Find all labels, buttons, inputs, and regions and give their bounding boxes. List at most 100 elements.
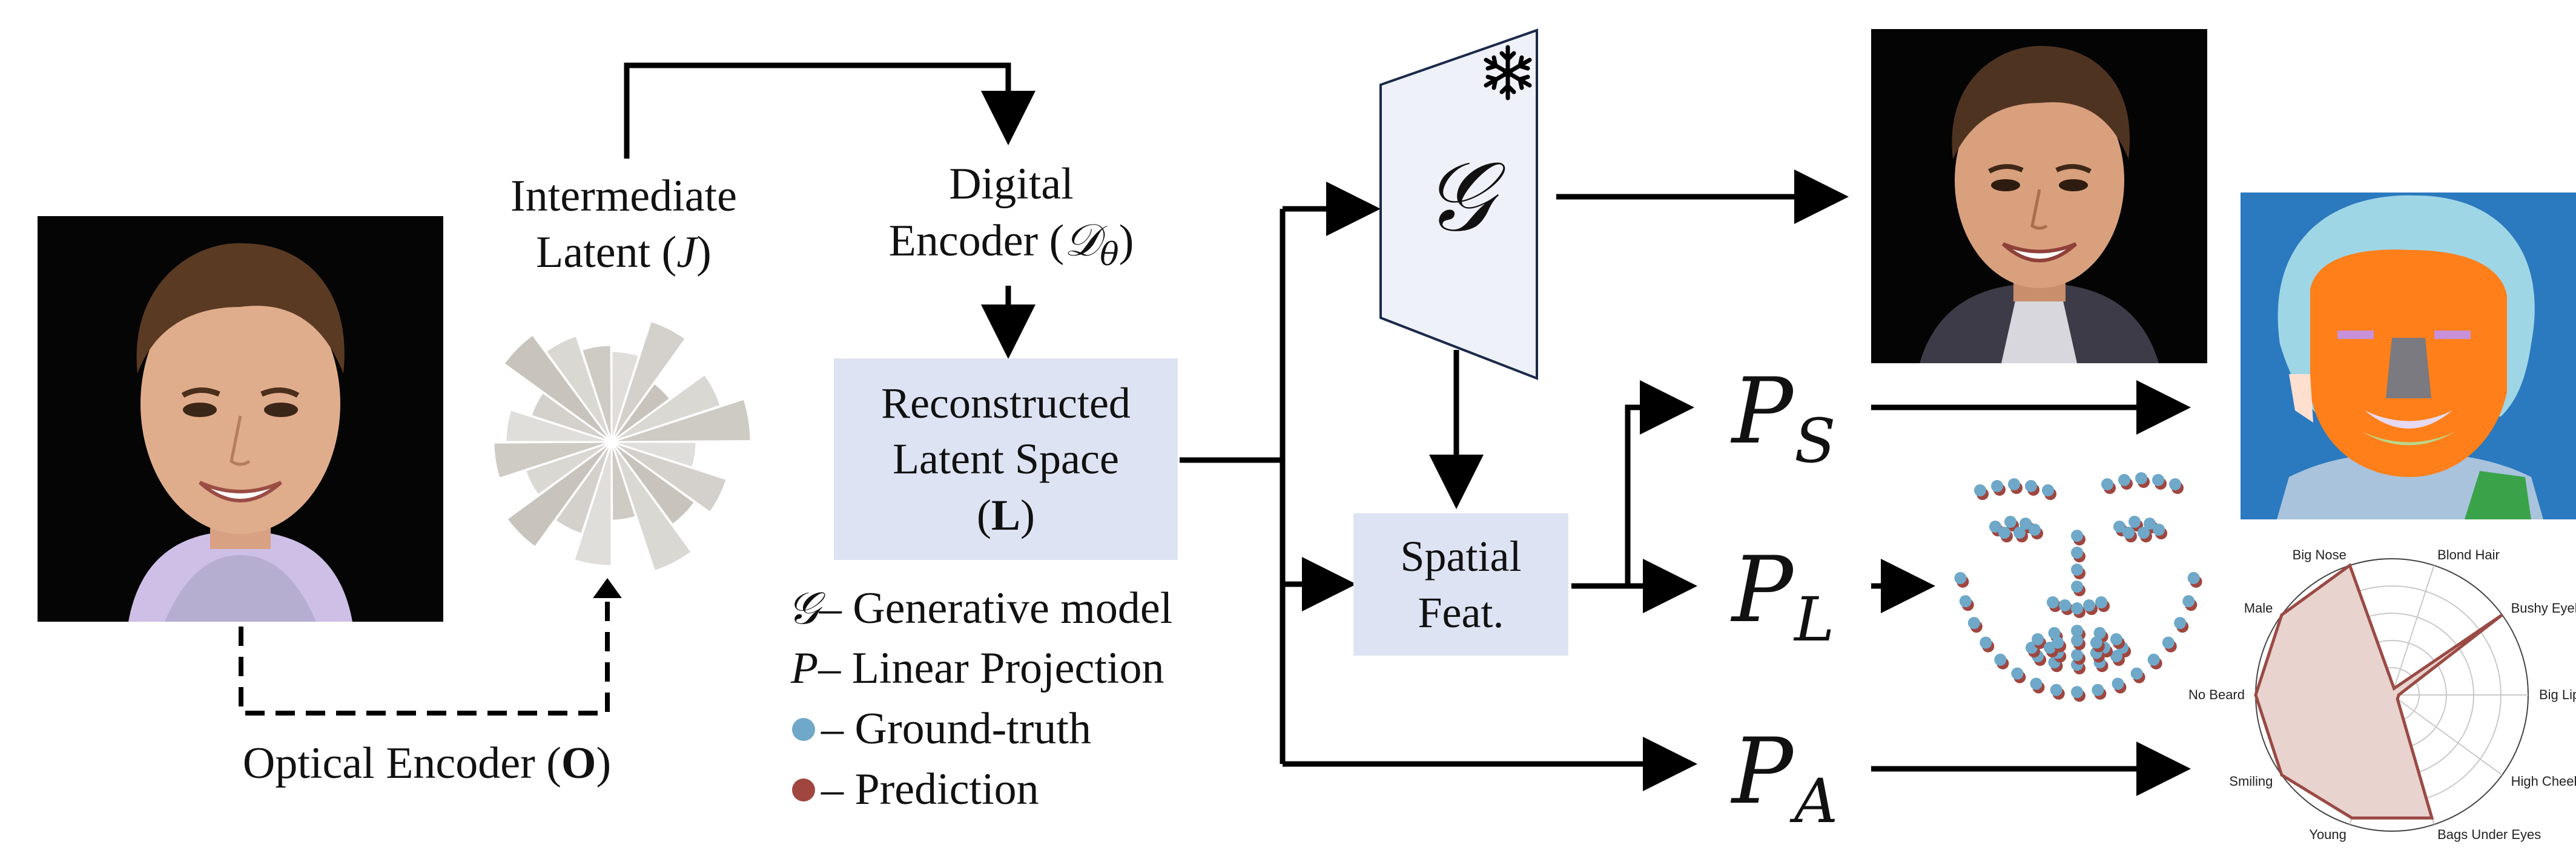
latent-petal [505, 441, 613, 549]
ground-truth-point [2118, 473, 2130, 486]
dashed-optical-path [239, 596, 610, 716]
ground-truth-point [2050, 683, 2062, 696]
projection-ps: PS [1732, 366, 1835, 472]
ground-truth-point [2071, 530, 2083, 542]
legend-generative-text: – Generative model [819, 584, 1173, 633]
intermediate-latent-line1: Intermediate [510, 171, 737, 221]
legend-prediction-text: – Prediction [821, 765, 1039, 814]
ground-truth-point [2101, 478, 2113, 490]
ground-truth-point [2112, 677, 2124, 690]
segmentation-map [2241, 193, 2576, 519]
arrow-split-to-ps [1625, 380, 1694, 586]
ground-truth-point [2071, 634, 2083, 647]
digital-encoder-label: Digital Encoder (𝒟θ) [836, 156, 1187, 274]
ground-truth-point [1991, 479, 2003, 492]
ground-truth-point [1974, 484, 1986, 496]
digital-encoder-line1: Digital [949, 159, 1074, 209]
legend-linear: P – Linear Projection [791, 643, 1164, 694]
ground-truth-point [2059, 599, 2071, 611]
intermediate-latent-line2: Latent (J) [478, 225, 769, 281]
digital-encoder-close: ) [1118, 216, 1134, 266]
recon-symbol-l: L [991, 490, 1021, 539]
ground-truth-point [2162, 636, 2175, 649]
ground-truth-point [2071, 547, 2083, 559]
ground-truth-point [2092, 683, 2104, 696]
ground-truth-point [2153, 524, 2165, 536]
radar-spoke [2391, 565, 2435, 696]
generator-symbol: 𝒢 [1423, 140, 1492, 253]
legend-ground-truth: – Ground-truth [792, 703, 1091, 755]
ground-truth-point [2048, 627, 2061, 639]
radar-axis-label: Blond Hair [2437, 547, 2500, 562]
ground-truth-point [2052, 636, 2064, 649]
ground-truth-point [2122, 527, 2135, 539]
ground-truth-point [1989, 521, 2001, 533]
optical-encoder-text: Optical Encoder ( [242, 739, 561, 788]
ground-truth-point [2071, 602, 2083, 614]
radar-axis-label: No Beard [2188, 687, 2245, 702]
prediction-dot [792, 778, 815, 801]
ground-truth-point [2025, 479, 2037, 492]
ground-truth-point [1967, 617, 1980, 630]
ground-truth-dot [792, 717, 815, 741]
projection-pa: PA [1732, 726, 1838, 832]
radar-axis-label: Smiling [2229, 773, 2273, 789]
ground-truth-point [2147, 653, 2160, 666]
ground-truth-point [2071, 649, 2083, 661]
input-face-photo [38, 216, 443, 622]
recon-line1: Reconstructed [881, 379, 1131, 428]
radar-axis-label: Bushy Eyebrows [2511, 601, 2576, 616]
ground-truth-point [2130, 667, 2143, 680]
latent-petal [580, 344, 613, 443]
ground-truth-point [2083, 599, 2095, 611]
ground-truth-point [2090, 636, 2102, 649]
radar-axis-label: Young [2309, 827, 2346, 843]
latent-petal [492, 441, 612, 480]
ground-truth-point [2013, 527, 2026, 539]
ground-truth-point [2047, 596, 2059, 608]
ground-truth-point [2071, 564, 2083, 576]
ground-truth-point [2071, 625, 2083, 637]
pa-sub: A [1794, 766, 1838, 837]
pl-sub: L [1794, 584, 1835, 655]
radar-axis-label: Big Nose [2292, 547, 2346, 562]
ps-sub: S [1794, 406, 1836, 476]
optical-encoder-label: Optical Encoder (O) [200, 736, 654, 792]
dashed-arrow-head [593, 578, 622, 598]
ground-truth-point [2004, 516, 2016, 528]
radar-axis-label: High Cheekbones [2511, 773, 2576, 789]
ground-truth-point [2187, 571, 2200, 584]
ground-truth-point [1998, 527, 2010, 539]
latent-petal [544, 334, 613, 443]
latent-symbol-j: J [676, 227, 697, 277]
ground-truth-point [1954, 571, 1967, 584]
ground-truth-point [2135, 472, 2147, 484]
latent-prefix: Latent ( [536, 227, 677, 277]
ground-truth-point [2020, 518, 2032, 530]
arrow-latent-to-digital [624, 62, 1035, 159]
ground-truth-point [2030, 677, 2043, 690]
latent-petal [611, 441, 728, 514]
ground-truth-point [2071, 686, 2083, 699]
radar-axis-label: Big Lips [2539, 687, 2576, 702]
intermediate-latent-label: Intermediate Latent (J) [478, 168, 769, 280]
ground-truth-point [2113, 521, 2125, 533]
digital-encoder-subscript: θ [1100, 236, 1119, 273]
projection-pl: PL [1732, 545, 1834, 650]
radar-axis-label: Male [2244, 601, 2273, 616]
ground-truth-point [2029, 524, 2041, 536]
pl-base: P [1732, 538, 1793, 643]
latent-close: ) [696, 227, 712, 277]
legend-linear-text: – Linear Projection [818, 643, 1164, 693]
legend-prediction: – Prediction [792, 764, 1039, 815]
ground-truth-point [2182, 595, 2195, 608]
ground-truth-point [2110, 650, 2122, 662]
intermediate-latent-shape [492, 320, 751, 573]
latent-petal [502, 333, 613, 443]
latent-petal [611, 398, 751, 443]
ground-truth-point [1959, 595, 1972, 608]
recon-line2: Latent Space [893, 435, 1119, 484]
ground-truth-point [2129, 516, 2141, 528]
